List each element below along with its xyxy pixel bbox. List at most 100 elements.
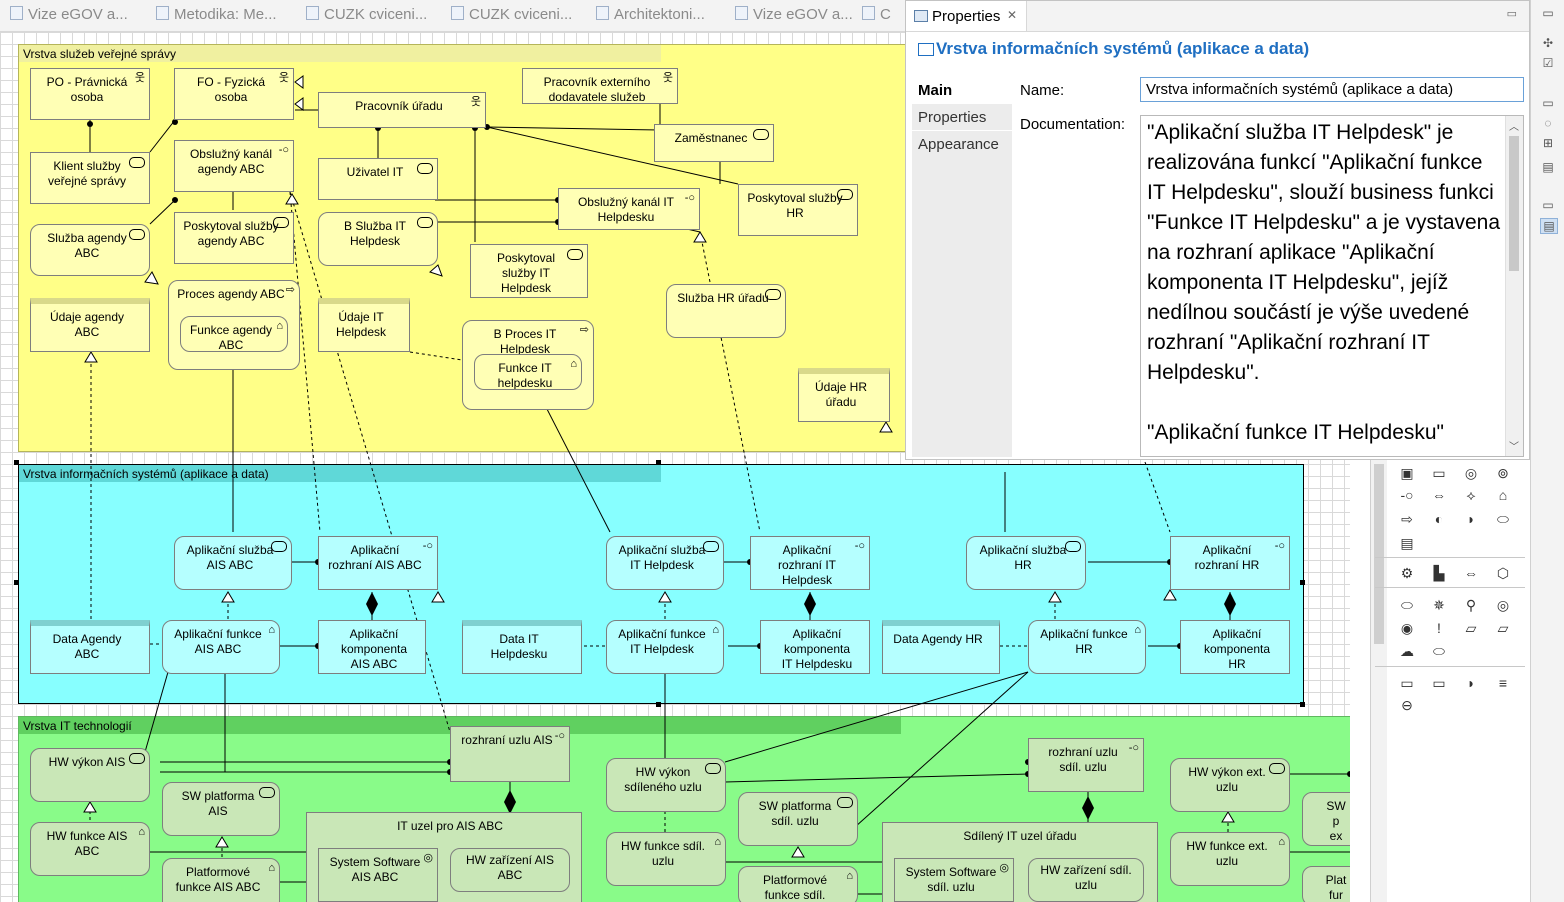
properties-view-icon[interactable]: ▤ [1540,218,1558,234]
business-service-hr[interactable]: Služba HR úřadu [666,284,786,338]
selection-handle[interactable] [14,460,19,465]
tech-function-platform-shared[interactable]: ⌂Platformové funkce sdíl. [738,866,858,902]
editor-tab[interactable]: Architektoni... [596,6,705,26]
outline-icon[interactable]: ◌ [1544,116,1552,130]
validate-icon[interactable]: ☑ [1542,56,1554,70]
tech-function-hw-shared[interactable]: ⌂HW funkce sdíl. uzlu [606,832,726,886]
minimize-icon[interactable]: ▭ [1542,198,1554,212]
driver-icon[interactable]: ✵ [1433,597,1445,613]
goal-icon[interactable]: ◎ [1496,597,1510,613]
principle-icon[interactable]: ! [1437,620,1441,636]
tab-main[interactable]: Main [912,77,1012,103]
business-function-it[interactable]: ⌂Funkce IT helpdesku [474,354,582,390]
plateau-icon[interactable]: ≡ [1498,675,1508,691]
app-component-it[interactable]: Aplikační komponenta IT Helpdesku [760,620,870,674]
tech-service-sw-ais[interactable]: SW platforma AIS [162,782,280,836]
model-tree-icon[interactable]: ▤ [1542,160,1554,174]
data-object-it[interactable]: Data IT Helpdesku [462,620,582,674]
data-object-hr[interactable]: Data Agendy HR [882,620,1000,674]
tech-service-hw-ais[interactable]: HW výkon AIS [30,748,150,802]
network-icon[interactable]: ⟡ [1466,487,1476,503]
distribution-network-icon[interactable]: ⇔ [1464,565,1478,581]
app-function-it[interactable]: ⌂Aplikační funkce IT Helpdesk [606,620,724,674]
tech-function-platform-ais[interactable]: ⌂Platformové funkce AIS ABC [162,858,280,902]
editor-tab[interactable]: CUZK cviceni... [451,6,572,26]
app-function-hr[interactable]: ⌂Aplikační funkce HR [1028,620,1146,674]
app-interface-it[interactable]: -○Aplikační rozhraní IT Helpdesk [750,536,870,590]
business-interface-channel-abc[interactable]: -○Obslužný kanál agendy ABC [174,140,294,192]
tab-properties[interactable]: Properties [912,104,1012,130]
gap-icon[interactable]: ⊖ [1401,697,1413,713]
scroll-down-icon[interactable]: ﹀ [1509,442,1519,453]
app-component-ais[interactable]: Aplikační komponenta AIS ABC [318,620,426,674]
app-service-ais[interactable]: Aplikační služba AIS ABC [174,536,292,590]
tech-system-software-ais[interactable]: ◎System Software AIS ABC [318,848,438,902]
minimize-icon[interactable]: ▭ [1506,8,1517,20]
tech-interaction-icon[interactable]: ◐ [1434,511,1444,527]
tech-service-icon[interactable]: ⬭ [1497,511,1509,527]
documentation-field[interactable]: "Aplikační služba IT Helpdesk" je realiz… [1140,115,1524,457]
palette-toggle-icon[interactable]: ✣ [1542,36,1554,50]
tech-collaboration-icon[interactable]: ⊚ [1497,465,1509,481]
business-role-it-user[interactable]: Uživatel IT [318,158,438,200]
business-role-client[interactable]: Klient služby veřejné správy [30,152,150,204]
documentation-scrollbar[interactable]: ︿ ﹀ [1505,116,1523,456]
tech-interface-shared[interactable]: -○rozhraní uzlu sdíl. uzlu [1028,738,1144,792]
material-icon[interactable]: ⬡ [1496,565,1510,581]
path-icon[interactable]: ⇔ [1432,487,1446,503]
selection-handle[interactable] [656,702,661,707]
tech-service-sw-shared[interactable]: SW platforma sdíl. uzlu [738,792,858,846]
assessment-icon[interactable]: ⚲ [1465,597,1477,613]
artifact-icon[interactable]: ▤ [1400,535,1414,551]
properties-view-tab[interactable]: Properties ✕ [906,1,1027,31]
app-interface-ais[interactable]: -○Aplikační rozhraní AIS ABC [318,536,438,590]
minimize-icon[interactable]: ▭ [1542,6,1554,20]
app-service-hr[interactable]: Aplikační služba HR [966,536,1086,590]
system-software-icon[interactable]: ◎ [1464,465,1478,481]
implementation-event-icon[interactable]: ◗ [1466,675,1476,691]
tech-service-hw-shared[interactable]: HW výkon sdíleného uzlu [606,758,726,812]
editor-tab[interactable]: Metodika: Me... [156,6,277,26]
editor-tab[interactable]: Vize eGOV a... [10,6,128,26]
requirement-icon[interactable]: ▱ [1465,620,1477,636]
work-package-icon[interactable]: ▭ [1400,675,1414,691]
scroll-thumb[interactable] [1509,136,1519,271]
business-service-it-helpdesk[interactable]: B Služba IT Helpdesk [318,212,438,266]
data-object-abc[interactable]: Data Agendy ABC [30,620,150,674]
stakeholder-icon[interactable]: ⬭ [1401,597,1413,613]
business-role-provider-abc[interactable]: Poskytoval služby agendy ABC [174,212,294,264]
tech-function-hw-ext[interactable]: ⌂HW funkce ext. uzlu [1170,832,1290,886]
business-service-abc[interactable]: Služba agendy ABC [30,224,150,276]
selection-handle[interactable] [656,460,661,465]
business-object-it[interactable]: Údaje IT Helpdesk [318,298,410,352]
deliverable-icon[interactable]: ▭ [1432,675,1446,691]
tech-interface-ais[interactable]: -○rozhraní uzlu AIS [450,726,570,782]
value-icon[interactable]: ⬭ [1433,643,1445,659]
selection-handle[interactable] [14,580,19,585]
business-object-hr[interactable]: Údaje HR úřadu [798,368,890,422]
close-icon[interactable]: ✕ [1007,8,1018,22]
tech-service-hw-ext[interactable]: HW výkon ext. uzlu [1170,758,1290,812]
tech-device-shared[interactable]: HW zařízení sdíl. uzlu [1028,858,1144,902]
business-object-abc[interactable]: Údaje agendy ABC [30,298,150,352]
business-interface-channel-it[interactable]: -○Obslužný kanál IT Helpdesku [558,188,700,230]
outcome-icon[interactable]: ◉ [1400,620,1414,636]
constraint-icon[interactable]: ▱ [1497,620,1509,636]
tech-function-hw-ais[interactable]: ⌂HW funkce AIS ABC [30,822,150,876]
business-role-employee[interactable]: Zaměstnanec [654,124,774,162]
navigator-icon[interactable]: ⊞ [1542,136,1554,150]
editor-tab[interactable]: Vize eGOV a... [735,6,853,26]
meaning-icon[interactable]: ☁ [1400,643,1414,659]
business-function-abc[interactable]: ⌂Funkce agendy ABC [180,316,288,352]
name-field[interactable] [1140,77,1524,102]
app-interface-hr[interactable]: -○Aplikační rozhraní HR [1170,536,1290,590]
app-component-hr[interactable]: Aplikační komponenta HR [1180,620,1290,674]
editor-tab[interactable]: C [862,6,891,26]
tech-interface-icon[interactable]: -○ [1400,487,1414,503]
palette-scrollbar[interactable] [1371,460,1387,902]
tech-system-software-shared[interactable]: ◎System Software sdíl. uzlu [894,858,1014,902]
